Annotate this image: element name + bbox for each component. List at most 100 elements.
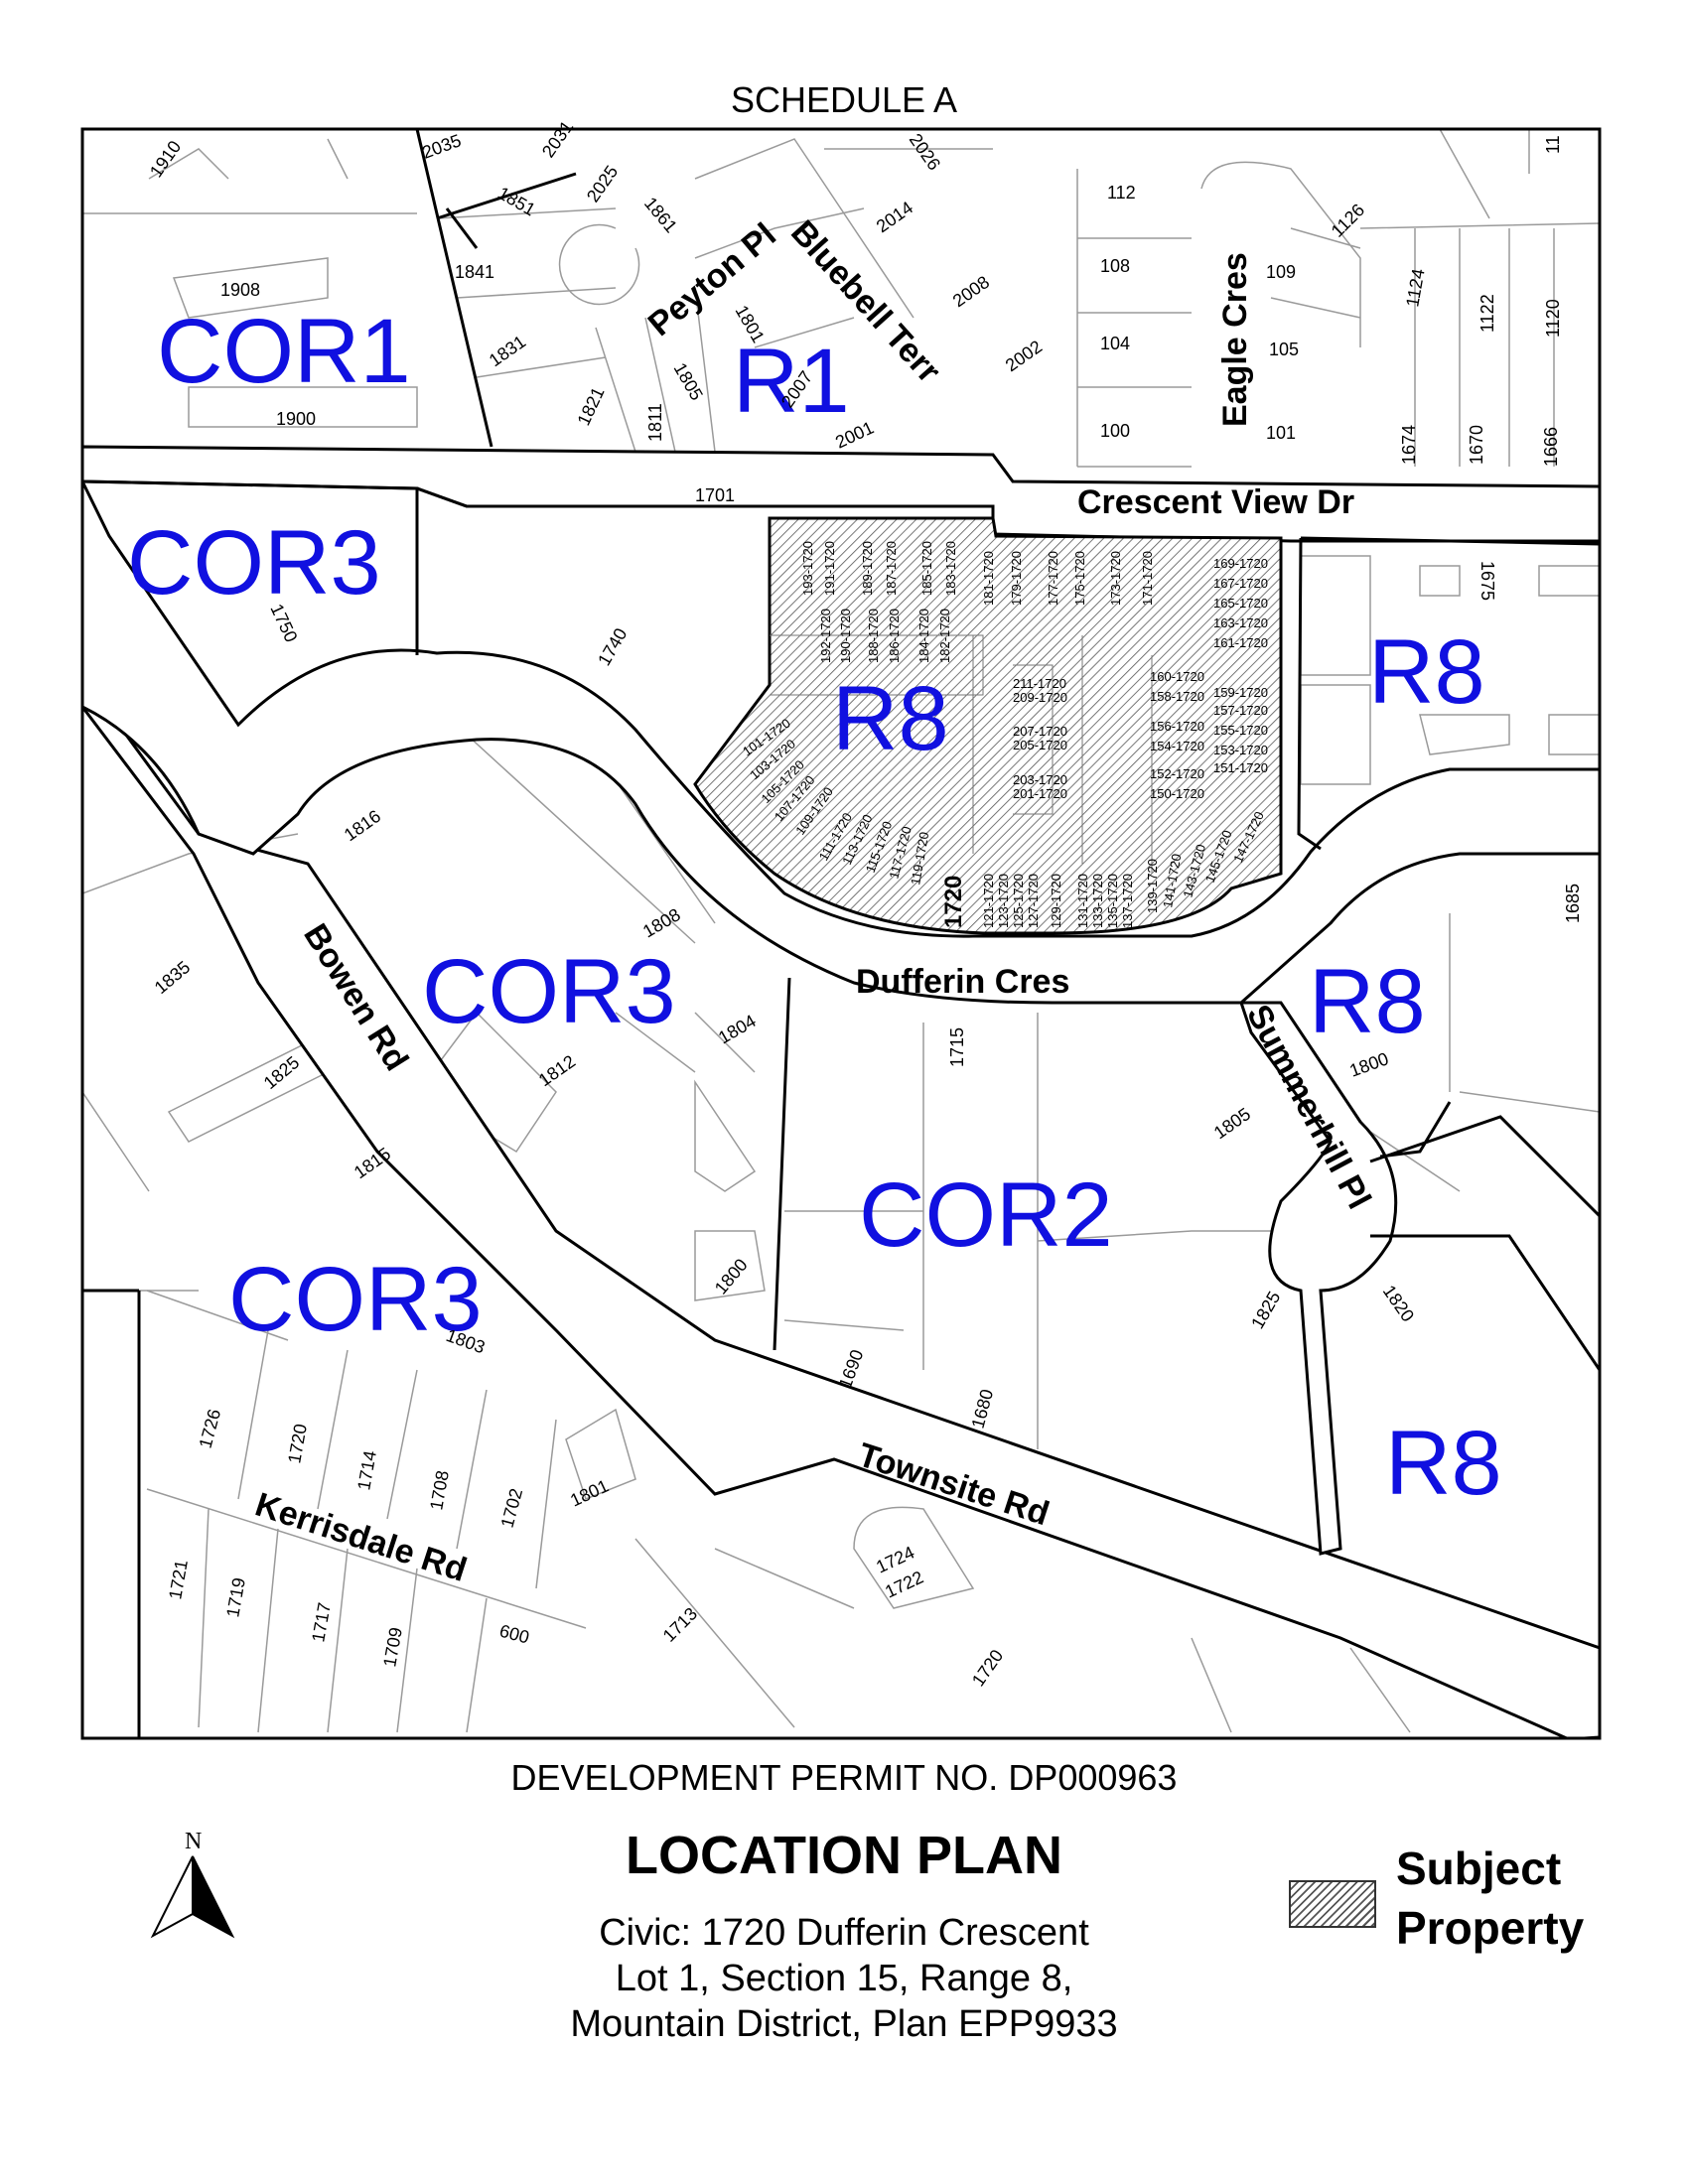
lot-number: 112 [1107, 183, 1136, 203]
lot-number: 101 [1266, 423, 1296, 443]
unit-number: 153-1720 [1213, 743, 1268, 757]
zone-label: COR3 [127, 512, 381, 614]
lot-number: 1808 [639, 904, 684, 941]
lot-number: 1715 [947, 1027, 967, 1067]
unit-number: 191-1720 [822, 541, 837, 596]
unit-number: 173-1720 [1108, 551, 1123, 606]
lot-number: 2008 [949, 272, 993, 311]
lot-number: 1861 [640, 194, 681, 237]
lot-number: 1908 [220, 280, 260, 300]
lot-number: 1821 [573, 384, 608, 429]
unit-number: 201-1720 [1013, 786, 1067, 801]
unit-number: 152-1720 [1150, 766, 1204, 781]
lot-number: 2002 [1002, 337, 1046, 375]
dufferin-cres-road [82, 480, 1600, 1005]
lot-number: 1800 [1347, 1048, 1391, 1080]
lot-number: 1666 [1541, 427, 1561, 467]
lot-number: 1122 [1477, 294, 1497, 333]
unit-number: 167-1720 [1213, 576, 1268, 591]
zone-label: R8 [1385, 1413, 1502, 1514]
subject-property-parcel [693, 516, 1283, 935]
unit-number: 137-1720 [1120, 874, 1135, 928]
lot-number: 1801 [567, 1476, 612, 1511]
lot-number: 1126 [1328, 200, 1369, 241]
legend-line: Subject [1396, 1843, 1562, 1894]
lot-number: 1820 [1379, 1282, 1418, 1325]
bold-boundaries [82, 129, 1600, 1738]
unit-number: 205-1720 [1013, 738, 1067, 752]
lot-number: 11 [1543, 135, 1563, 154]
unit-number: 158-1720 [1150, 689, 1204, 704]
unit-number: 211-1720 [1013, 676, 1066, 691]
lot-number: 1804 [715, 1011, 760, 1047]
lot-number: 1910 [146, 137, 185, 181]
unit-number: 181-1720 [981, 551, 996, 606]
lot-number: 2035 [420, 130, 464, 162]
lot-number: 1816 [341, 806, 384, 845]
lot-number: 600 [497, 1621, 531, 1648]
unit-number: 123-1720 [996, 874, 1011, 928]
plan-title: LOCATION PLAN [626, 1826, 1062, 1885]
unit-number: 154-1720 [1150, 739, 1204, 753]
lot-number: 1680 [968, 1387, 998, 1431]
unit-number: 177-1720 [1046, 551, 1060, 606]
unit-number: 171-1720 [1140, 551, 1155, 606]
lot-number: 1674 [1399, 425, 1419, 465]
legend-line: Property [1396, 1902, 1585, 1954]
unit-number: 183-1720 [943, 541, 958, 596]
unit-number: 186-1720 [887, 609, 902, 663]
lot-number: 2031 [538, 117, 577, 161]
lot-number: 1721 [165, 1559, 192, 1601]
unit-number: 165-1720 [1213, 596, 1268, 611]
unit-number: 157-1720 [1213, 703, 1268, 718]
north-label: N [185, 1829, 202, 1854]
lot-number: 2026 [906, 130, 944, 174]
subject-unit-outlines [770, 634, 1153, 874]
lot-number: 1120 [1543, 299, 1563, 338]
lot-number: 1124 [1402, 267, 1428, 309]
unit-number: 150-1720 [1150, 786, 1204, 801]
unit-number: 192-1720 [818, 609, 833, 663]
unit-number: 129-1720 [1049, 874, 1063, 928]
unit-number: 163-1720 [1213, 615, 1268, 630]
lot-number: 1720 [284, 1423, 311, 1465]
street-label: Eagle Cres [1216, 252, 1254, 427]
street-label: Dufferin Cres [856, 963, 1069, 1001]
lot-number: 1831 [486, 332, 529, 370]
zone-label: COR2 [859, 1164, 1113, 1266]
permit-number: DEVELOPMENT PERMIT NO. DP000963 [510, 1757, 1178, 1798]
unit-number: 133-1720 [1090, 874, 1105, 928]
north-arrow-icon: N [150, 1829, 235, 1939]
lot-number: 1720 [968, 1646, 1007, 1690]
lot-number: 2014 [873, 198, 916, 236]
zone-label: R1 [733, 331, 850, 432]
lot-number: 1717 [308, 1601, 335, 1644]
lot-number: 1811 [645, 403, 665, 442]
unit-number: 156-1720 [1150, 719, 1204, 734]
zone-label: COR1 [157, 301, 411, 402]
lot-number: 2025 [583, 162, 622, 205]
unit-number: 175-1720 [1072, 551, 1087, 606]
unit-number: 161-1720 [1213, 635, 1268, 650]
lot-number: 1726 [196, 1407, 225, 1450]
lot-number: 1835 [151, 957, 195, 998]
lot-number: 1812 [535, 1051, 579, 1090]
unit-number: 135-1720 [1105, 874, 1120, 928]
unit-number: 127-1720 [1026, 874, 1041, 928]
lot-number: 105 [1269, 340, 1299, 359]
lot-number: 1714 [353, 1449, 380, 1492]
lot-number: 1708 [426, 1469, 453, 1512]
unit-number: 169-1720 [1213, 556, 1268, 571]
lot-number: 1900 [276, 409, 316, 429]
map-frame [80, 127, 1602, 1740]
lot-number: 1701 [695, 485, 735, 505]
unit-number: 188-1720 [866, 609, 881, 663]
unit-number: 160-1720 [1150, 669, 1204, 684]
unit-number: 207-1720 [1013, 724, 1067, 739]
legend-label: Subject Property [1396, 1839, 1584, 1958]
subject-property-swatch [1289, 1880, 1376, 1928]
parcel-lines [82, 129, 1600, 1733]
unit-number: 121-1720 [981, 874, 996, 928]
zone-label: COR3 [228, 1249, 483, 1350]
district-line: Mountain District, Plan EPP9933 [570, 2003, 1118, 2045]
